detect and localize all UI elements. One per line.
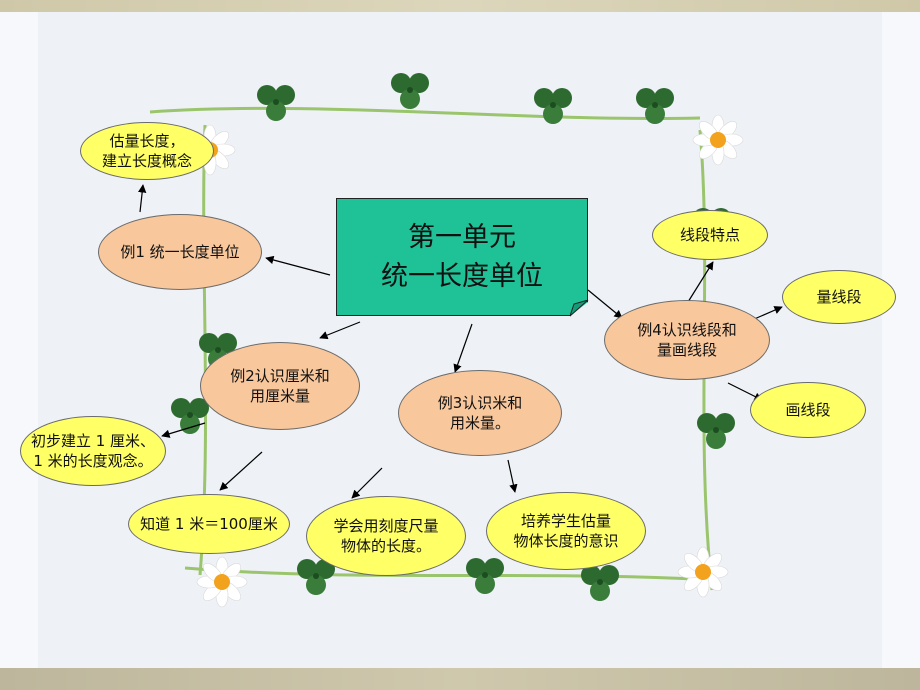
center-title-line2: 统一长度单位 xyxy=(381,261,543,292)
node-measure-segment: 量线段 xyxy=(782,270,896,324)
node-example3: 例3认识米和 用米量。 xyxy=(398,370,562,456)
node-segment-features: 线段特点 xyxy=(652,210,768,260)
node-example2: 例2认识厘米和 用厘米量 xyxy=(200,342,360,430)
node-concept-1cm-1m: 初步建立 1 厘米、 1 米的长度观念。 xyxy=(20,416,166,486)
arrow-to-ex2 xyxy=(319,321,361,340)
center-topic-box: 第一单元 统一长度单位 xyxy=(336,198,588,316)
node-draw-segment: 画线段 xyxy=(750,382,866,438)
node-ruler: 学会用刻度尺量 物体的长度。 xyxy=(306,496,466,576)
node-example1: 例1 统一长度单位 xyxy=(98,214,262,290)
arrow-to-estimate-ability xyxy=(507,459,518,493)
arrow-to-ex3 xyxy=(453,323,473,373)
center-title-line1: 第一单元 xyxy=(408,221,516,253)
arrow-to-ex4 xyxy=(587,289,623,319)
arrow-to-ex1 xyxy=(265,255,331,276)
arrow-to-estimate xyxy=(137,184,147,213)
top-border-band xyxy=(0,0,920,12)
right-margin-strip xyxy=(882,12,920,668)
arrow-to-concept xyxy=(161,422,206,438)
left-margin-strip xyxy=(0,12,38,668)
arrow-to-ruler xyxy=(351,467,383,499)
node-example4: 例4认识线段和 量画线段 xyxy=(604,300,770,380)
arrow-to-segment-features xyxy=(687,261,714,303)
node-estimate-length: 估量长度， 建立长度概念 xyxy=(80,122,214,180)
node-estimate-ability: 培养学生估量 物体长度的意识 xyxy=(486,492,646,570)
arrow-to-meter-100cm xyxy=(219,451,263,491)
bottom-border-band xyxy=(0,668,920,690)
center-folded-corner xyxy=(570,300,589,317)
node-meter-100cm: 知道 1 米＝100厘米 xyxy=(128,494,290,554)
